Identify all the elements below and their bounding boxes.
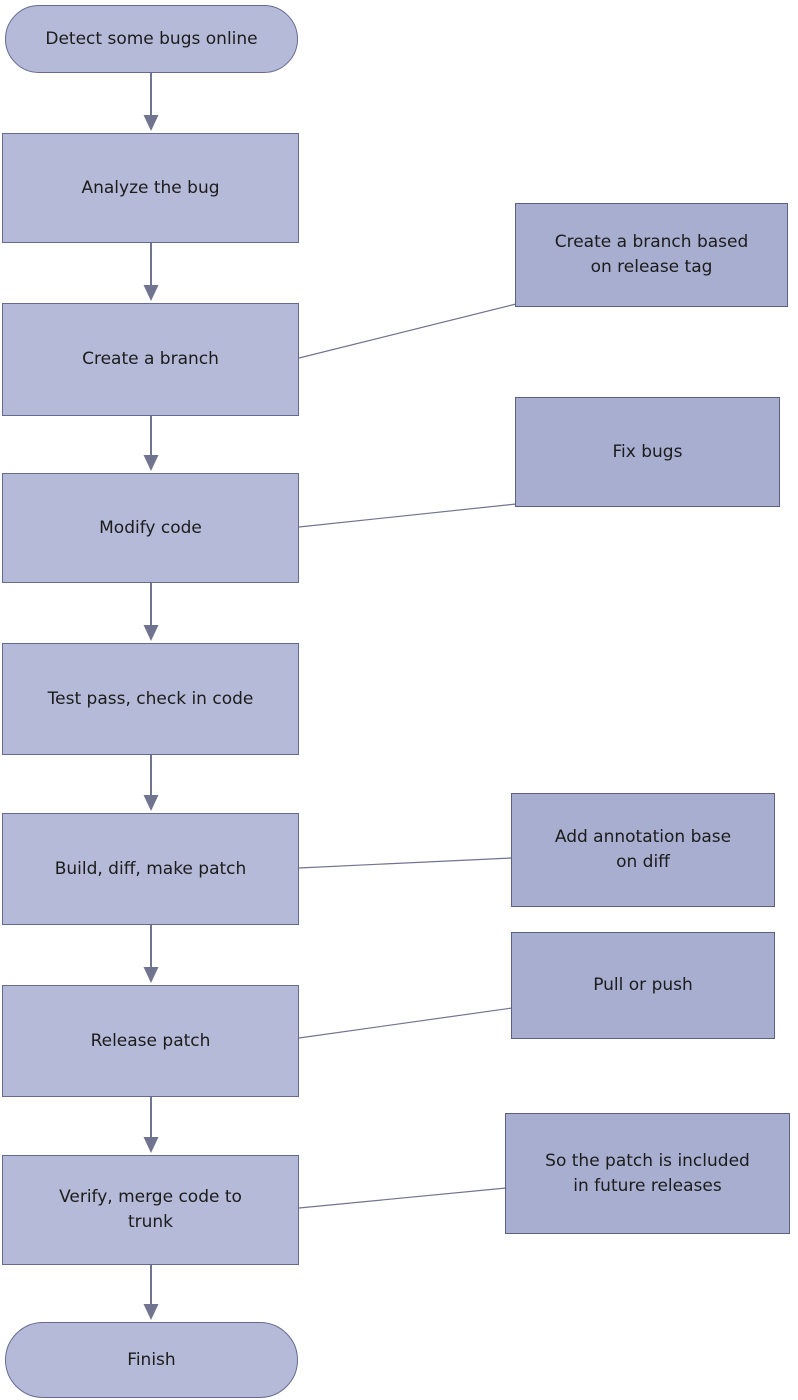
annotation-add-annotation-diff: Add annotation base on diff bbox=[511, 793, 775, 907]
link-fix-bugs-annotation bbox=[298, 503, 517, 528]
arrow-release-patch-to-verify-merge bbox=[143, 1097, 159, 1153]
end-node: Finish bbox=[5, 1322, 298, 1398]
step-analyze-bug: Analyze the bug bbox=[2, 133, 299, 243]
arrow-test-pass-to-build-diff bbox=[143, 755, 159, 811]
arrow-verify-merge-to-finish bbox=[143, 1265, 159, 1320]
step-modify-code: Modify code bbox=[2, 473, 299, 583]
arrow-start-to-analyze bbox=[143, 73, 159, 131]
link-pull-push-annotation bbox=[298, 1007, 513, 1039]
start-node: Detect some bugs online bbox=[5, 5, 298, 73]
step-create-branch: Create a branch bbox=[2, 303, 299, 416]
step-verify-merge-trunk: Verify, merge code to trunk bbox=[2, 1155, 299, 1265]
annotation-future-releases: So the patch is included in future relea… bbox=[505, 1113, 790, 1234]
link-add-annotation-annotation bbox=[298, 857, 512, 869]
link-future-releases-annotation bbox=[298, 1187, 507, 1209]
arrow-create-branch-to-modify-code bbox=[143, 416, 159, 471]
annotation-create-branch-release-tag: Create a branch based on release tag bbox=[515, 203, 788, 307]
annotation-fix-bugs: Fix bugs bbox=[515, 397, 780, 507]
step-test-pass-check-in: Test pass, check in code bbox=[2, 643, 299, 755]
arrow-modify-code-to-test-pass bbox=[143, 583, 159, 641]
arrow-build-diff-to-release-patch bbox=[143, 925, 159, 983]
arrow-analyze-to-create-branch bbox=[143, 243, 159, 301]
link-create-branch-annotation bbox=[298, 303, 517, 359]
step-release-patch: Release patch bbox=[2, 985, 299, 1097]
step-build-diff-patch: Build, diff, make patch bbox=[2, 813, 299, 925]
annotation-pull-or-push: Pull or push bbox=[511, 932, 775, 1039]
